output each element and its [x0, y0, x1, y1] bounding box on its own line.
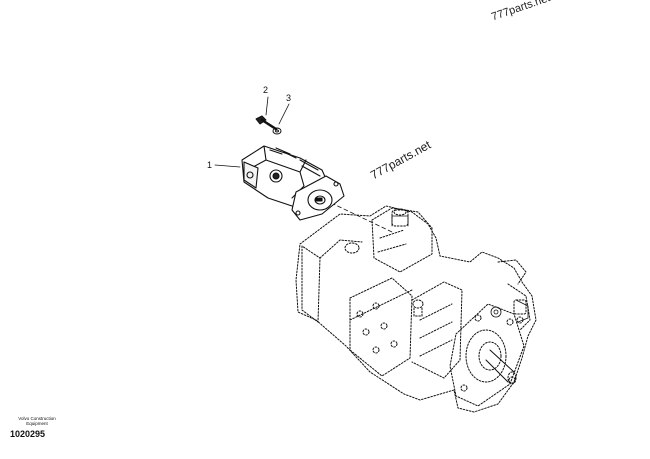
callout-3: 3 [286, 93, 292, 103]
callout-1: 1 [207, 160, 213, 170]
brand-label: Volvo Construction Equipment [18, 416, 56, 426]
drawing-number: 1020295 [10, 429, 46, 439]
gear-pump [241, 145, 345, 221]
main-pump-accents [391, 215, 529, 323]
callout-2: 2 [263, 85, 269, 95]
assembly-line [324, 199, 393, 233]
bolt-part [255, 115, 278, 131]
washer-part [272, 127, 282, 135]
leader-lines [214, 96, 290, 168]
